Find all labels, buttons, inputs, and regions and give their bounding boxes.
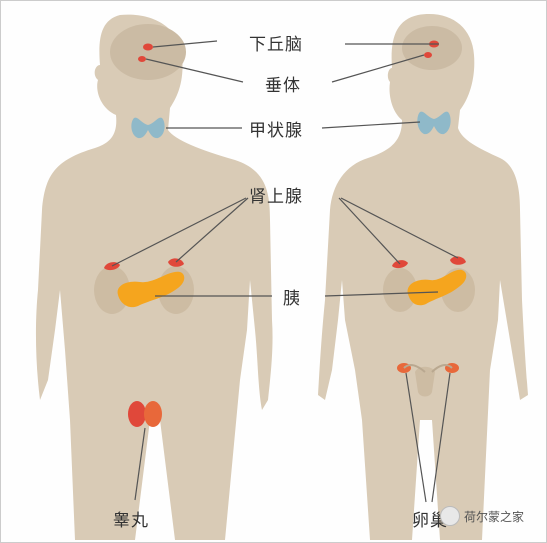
watermark: 荷尔蒙之家: [440, 506, 524, 526]
female-thyroid-icon: [417, 111, 451, 135]
male-adrenal-right-icon: [168, 258, 184, 267]
label-ovary: 卵巢: [412, 511, 448, 531]
label-adrenal: 肾上腺: [249, 187, 303, 207]
label-thyroid: 甲状腺: [249, 121, 303, 141]
label-testes: 睾丸: [113, 511, 149, 531]
male-thyroid-icon: [131, 117, 165, 139]
label-hypothalamus: 下丘脑: [249, 35, 303, 55]
female-figure: [318, 14, 528, 541]
male-testis-left-icon: [128, 401, 146, 427]
female-adrenal-left-icon: [392, 260, 408, 269]
watermark-text: 荷尔蒙之家: [464, 509, 525, 524]
female-fallopian-tubes: [403, 364, 453, 373]
male-figure: [35, 14, 273, 541]
label-pituitary: 垂体: [265, 76, 301, 96]
label-pancreas: 胰: [283, 289, 301, 309]
male-pituitary-icon: [138, 56, 146, 62]
leader-lines: [111, 40, 459, 503]
female-pancreas-icon: [407, 269, 467, 306]
female-kidney-left: [383, 268, 417, 312]
female-pituitary-icon: [424, 52, 432, 58]
female-body-silhouette: [318, 14, 528, 541]
male-pancreas-icon: [117, 271, 185, 308]
female-brain: [402, 26, 462, 70]
male-body-silhouette: [35, 14, 273, 541]
male-brain: [110, 24, 186, 80]
female-uterus: [415, 366, 435, 397]
wechat-account-logo-icon: [440, 506, 460, 526]
male-hypothalamus-icon: [143, 43, 153, 51]
male-kidney-left: [94, 266, 130, 314]
male-testis-right-icon: [144, 401, 162, 427]
female-adrenal-right-icon: [450, 256, 466, 265]
